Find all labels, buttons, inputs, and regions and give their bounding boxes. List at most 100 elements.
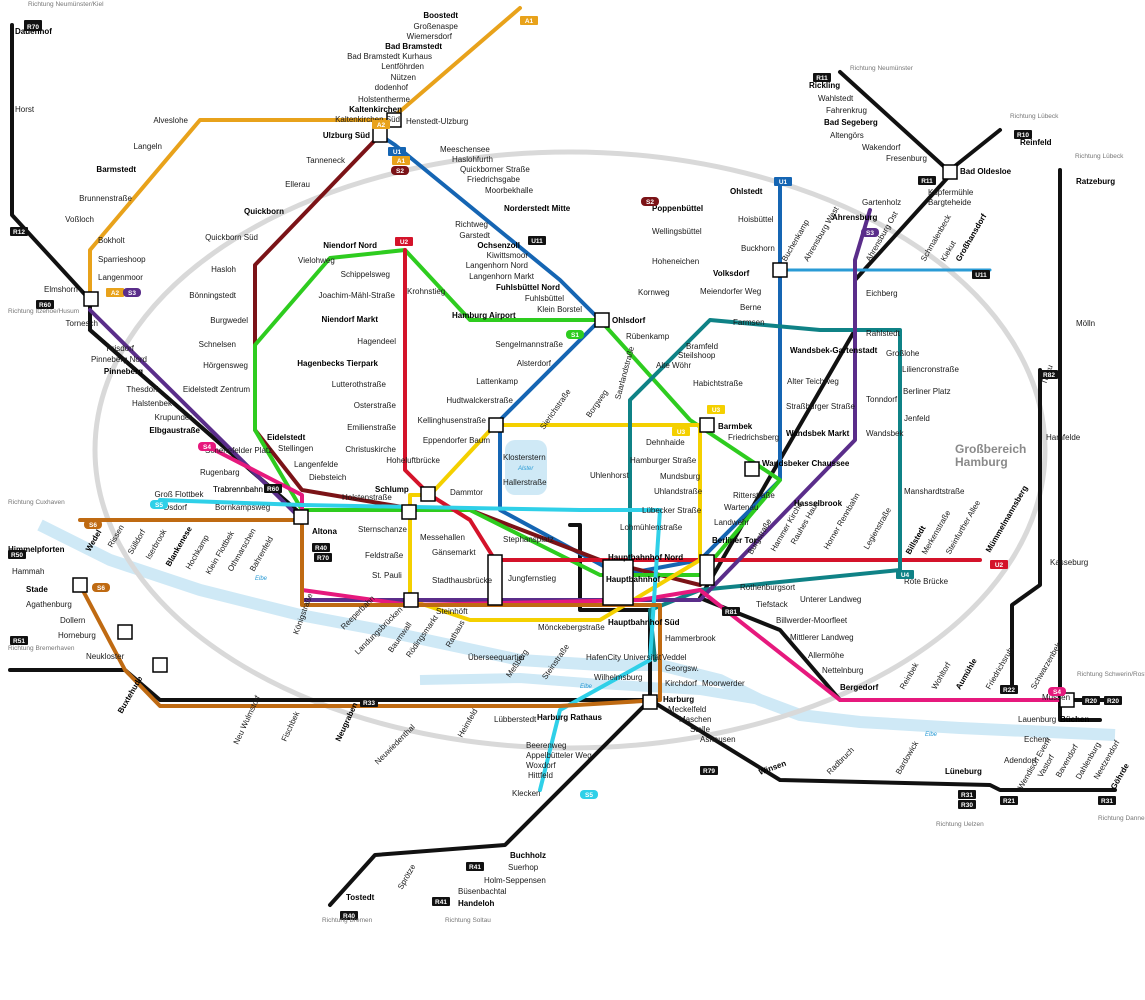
station-label[interactable]: Rahlstedt: [866, 329, 901, 338]
station-label[interactable]: Ulzburg Süd: [323, 131, 370, 140]
station-label[interactable]: Alter Teichweg: [787, 377, 839, 386]
line-badge[interactable]: R40: [340, 911, 358, 920]
station-label[interactable]: Tonndorf: [866, 395, 898, 404]
line-badge[interactable]: R81: [722, 607, 740, 616]
station-label[interactable]: Kaltenkirchen: [349, 105, 402, 114]
line-badge[interactable]: R60: [36, 300, 54, 309]
station-label[interactable]: Holm-Seppensen: [484, 876, 546, 885]
station-label[interactable]: Bad Bramstedt: [385, 42, 442, 51]
line-badge[interactable]: A1: [392, 156, 410, 165]
station-label[interactable]: Lattenkamp: [476, 377, 518, 386]
station-label[interactable]: Mölln: [1076, 319, 1095, 328]
station-label[interactable]: Barmbek: [718, 422, 753, 431]
station-label[interactable]: Meiendorfer Weg: [700, 287, 761, 296]
station-label[interactable]: Alte Wöhr: [656, 361, 691, 370]
station-label[interactable]: Beerenweg: [526, 741, 566, 750]
station-label[interactable]: Himmelpforten: [8, 545, 65, 554]
station-label[interactable]: Kirchdorf: [665, 679, 698, 688]
line-badge[interactable]: R11: [813, 73, 831, 82]
station-label[interactable]: Überseequartier: [468, 653, 526, 662]
station-label[interactable]: Mundsburg: [660, 472, 700, 481]
line-badge[interactable]: U1: [388, 147, 406, 156]
station-label[interactable]: Uhlandstraße: [654, 487, 703, 496]
station-label[interactable]: Gänsemarkt: [432, 548, 476, 557]
station-label[interactable]: Agathenburg: [26, 600, 72, 609]
station-label[interactable]: Harburg Rathaus: [537, 713, 602, 722]
station-label[interactable]: Borgweg: [584, 388, 609, 419]
station-label[interactable]: Horst: [15, 105, 35, 114]
station-label[interactable]: Wandsbek-Gartenstadt: [790, 346, 878, 355]
station-label[interactable]: Wandsbek Markt: [786, 429, 850, 438]
station-label[interactable]: Bergedorf: [840, 683, 879, 692]
station-label[interactable]: Jenfeld: [904, 414, 930, 423]
line-badge[interactable]: U3: [707, 405, 725, 414]
station-label[interactable]: Schenefelder Platz: [205, 446, 272, 455]
station-label[interactable]: Fuhlsbüttel Nord: [496, 283, 560, 292]
station-label[interactable]: Fischbek: [280, 709, 302, 743]
station-label[interactable]: Hörgensweg: [203, 361, 248, 370]
station-label[interactable]: Kornweg: [638, 288, 670, 297]
station-label[interactable]: Berliner Tor: [712, 536, 757, 545]
station-label[interactable]: Ratzeburg: [1076, 177, 1115, 186]
station-label[interactable]: Hammah: [12, 567, 44, 576]
station-label[interactable]: Hagendeel: [357, 337, 396, 346]
line-badge[interactable]: R41: [466, 862, 484, 871]
station-label[interactable]: Heimfeld: [456, 707, 480, 739]
station-label[interactable]: Straßburger Straße: [786, 402, 855, 411]
station-label[interactable]: Barmstedt: [96, 165, 136, 174]
station-label[interactable]: Steinfurther Allee: [944, 498, 983, 556]
station-label[interactable]: Wartenau: [724, 503, 758, 512]
line-badge[interactable]: R41: [432, 897, 450, 906]
station-label[interactable]: Pinneberg Nord: [91, 355, 147, 364]
station-label[interactable]: Ellerau: [285, 180, 310, 189]
station-label[interactable]: Habichtstraße: [693, 379, 743, 388]
line-badge[interactable]: S5: [580, 790, 598, 799]
station-label[interactable]: Schlump: [375, 485, 409, 494]
station-label[interactable]: Steinhöft: [436, 607, 468, 616]
station-label[interactable]: Appelbütteler Weg: [526, 751, 592, 760]
station-label[interactable]: Stelle: [690, 725, 711, 734]
station-label[interactable]: Lauenburg: [1018, 715, 1056, 724]
station-label[interactable]: Hauptbahnhof Nord: [608, 553, 683, 562]
station-label[interactable]: Elbgaustraße: [149, 426, 200, 435]
station-label[interactable]: Bardowick: [894, 739, 921, 776]
station-label[interactable]: Hittfeld: [528, 771, 553, 780]
station-label[interactable]: Dollern: [60, 616, 85, 625]
station-label[interactable]: Bramfeld: [686, 342, 718, 351]
station-label[interactable]: Aumühle: [954, 656, 979, 691]
station-label[interactable]: Buckhorn: [741, 244, 775, 253]
station-label[interactable]: Wahlstedt: [818, 94, 854, 103]
station-label[interactable]: Radbruch: [825, 746, 856, 777]
station-label[interactable]: Wakendorf: [862, 143, 901, 152]
station-label[interactable]: Bornkampsweg: [215, 503, 270, 512]
station-label[interactable]: Rote Brücke: [904, 577, 949, 586]
station-label[interactable]: Meeschensee: [440, 145, 490, 154]
station-label[interactable]: Großlohe: [886, 349, 920, 358]
station-label[interactable]: Alveslohe: [153, 116, 188, 125]
station-label[interactable]: Sengelmannstraße: [495, 340, 563, 349]
station-label[interactable]: Büchen: [1060, 715, 1089, 724]
station-label[interactable]: Holstenstraße: [342, 493, 392, 502]
line-badge[interactable]: S6: [84, 520, 102, 529]
station-label[interactable]: Halstenbek: [132, 399, 173, 408]
line-badge[interactable]: U11: [972, 270, 990, 279]
station-label[interactable]: Osterstraße: [354, 401, 397, 410]
station-label[interactable]: Hammerbrook: [665, 634, 717, 643]
station-label[interactable]: Niendorf Markt: [322, 315, 379, 324]
station-label[interactable]: Bönningstedt: [189, 291, 236, 300]
station-label[interactable]: Mönckebergstraße: [538, 623, 605, 632]
station-label[interactable]: Bargteheide: [928, 198, 972, 207]
station-label[interactable]: Allermöhe: [808, 651, 845, 660]
station-label[interactable]: Voßloch: [65, 215, 94, 224]
station-label[interactable]: Dehnhaide: [646, 438, 685, 447]
station-label[interactable]: Krupunder: [155, 413, 193, 422]
line-badge[interactable]: S4: [1048, 687, 1066, 696]
line-badge[interactable]: U2: [990, 560, 1008, 569]
station-label[interactable]: Trabrennbahn: [213, 485, 263, 494]
station-label[interactable]: Berliner Platz: [903, 387, 951, 396]
station-label[interactable]: Bokholt: [98, 236, 125, 245]
station-label[interactable]: Wandsbek: [866, 429, 905, 438]
station-label[interactable]: Krohnstieg: [407, 287, 445, 296]
station-label[interactable]: Mittlerer Landweg: [790, 633, 854, 642]
station-label[interactable]: Jungfernstieg: [508, 574, 556, 583]
